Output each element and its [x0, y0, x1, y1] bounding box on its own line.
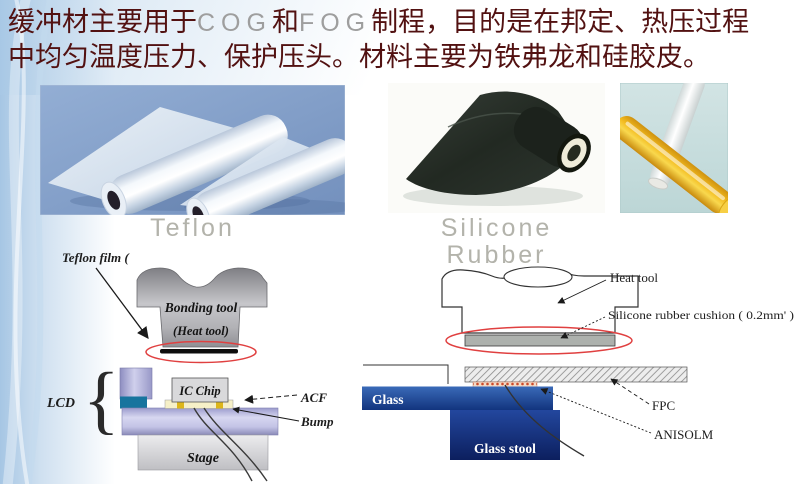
- bonding-tool-shape: [136, 267, 268, 348]
- bump-left: [177, 400, 184, 409]
- teflon-roll-left: [100, 114, 288, 215]
- fpc-bar: [464, 366, 688, 383]
- bump-arrow: [232, 406, 300, 422]
- wire-curve: [504, 384, 585, 457]
- silicone-caption-line2: Rubber: [446, 241, 547, 269]
- teflon-rolls-photo: [40, 85, 345, 215]
- stage-box: [137, 434, 269, 471]
- bonding-tool-label: Bonding tool: [164, 300, 238, 315]
- slide-title: 缓冲材主要用于COG和FOG制程，目的是在邦定、热压过程 中均匀温度压力、保护压…: [8, 5, 798, 74]
- upper-glass-outline: [363, 364, 449, 384]
- fpc-label: FPC: [652, 398, 675, 413]
- glass-stool-label: Glass stool: [474, 441, 536, 456]
- glass-stool-box: [450, 410, 560, 460]
- decorative-swirls: [2, 0, 54, 484]
- title-line1-pre: 缓冲材主要用于: [8, 7, 197, 37]
- title-fog-outline-text: FOG: [298, 9, 372, 37]
- bump-label: Bump: [300, 414, 334, 429]
- acf-arrow: [244, 394, 298, 404]
- teflon-caption: Teflon: [40, 215, 345, 242]
- anisolm-label: ANISOLM: [654, 427, 714, 442]
- fpc-arrow: [610, 378, 650, 405]
- yellow-white-rolls-photo: [620, 83, 728, 213]
- title-line-1: 缓冲材主要用于COG和FOG制程，目的是在邦定、热压过程: [8, 5, 798, 40]
- lcd-label: LCD: [46, 396, 75, 411]
- ic-chip-label: IC Chip: [178, 384, 220, 398]
- ic-chip-box: [171, 377, 229, 403]
- silicone-cushion-rect: [464, 334, 616, 347]
- stage-label: Stage: [187, 451, 219, 466]
- title-line1-post: 制程，目的是在邦定、热压过程: [371, 7, 750, 37]
- heat-tool-label: Heat tool: [610, 270, 658, 285]
- silicone-caption-line1: Silicone: [440, 214, 553, 242]
- heat-tool-arrow: [557, 279, 607, 304]
- yellow-roll: [620, 116, 728, 213]
- cushion-highlight-ellipse: [445, 326, 633, 355]
- film-highlight-ellipse: [145, 340, 257, 364]
- bump-right: [216, 400, 223, 409]
- title-line2-text: 中均匀温度压力、保护压头。材料主要为铁弗龙和硅胶皮。: [8, 42, 710, 72]
- lcd-seal-block: [120, 396, 147, 409]
- teflon-caption-text: Teflon: [150, 214, 235, 242]
- top-gradient-band: [0, 0, 520, 95]
- lcd-top-glass: [119, 367, 153, 400]
- title-cog-outline-text: COG: [197, 9, 272, 37]
- cushion-label: Silicone rubber cushion ( 0.2mm' ): [608, 310, 794, 322]
- glass-label: Glass: [372, 392, 404, 407]
- wire-curve-2: [203, 407, 268, 482]
- teflon-sheet-left: [48, 107, 252, 207]
- title-line-2: 中均匀温度压力、保护压头。材料主要为铁弗龙和硅胶皮。: [8, 40, 798, 74]
- silicone-roll-end: [513, 106, 591, 173]
- lcd-brace: {: [83, 358, 119, 442]
- teflon-bonding-diagram: Teflon film ( Bonding tool (Heat tool) L…: [46, 250, 334, 482]
- teflon-roll-right: [186, 138, 345, 215]
- cushion-arrow: [560, 316, 606, 339]
- teflon-film-arrow: [95, 267, 149, 339]
- glass-bar: [362, 386, 553, 410]
- lcd-glass-bar: [121, 407, 279, 436]
- wire-curve-1: [193, 407, 253, 482]
- silicone-rubber-photo: [388, 83, 605, 213]
- silicone-rubber-caption: Silicone Rubber: [388, 215, 605, 269]
- acf-label: ACF: [300, 390, 327, 405]
- silicone-cushion-diagram: Heat tool Silicone rubber cushion ( 0.2m…: [362, 266, 794, 460]
- heat-tool-cylinder-top: [503, 266, 573, 288]
- teflon-film-label: Teflon film (: [62, 250, 130, 265]
- title-conjunction: 和: [271, 7, 299, 37]
- teflon-film-strip: [160, 349, 238, 354]
- heat-tool-sublabel: (Heat tool): [173, 324, 229, 338]
